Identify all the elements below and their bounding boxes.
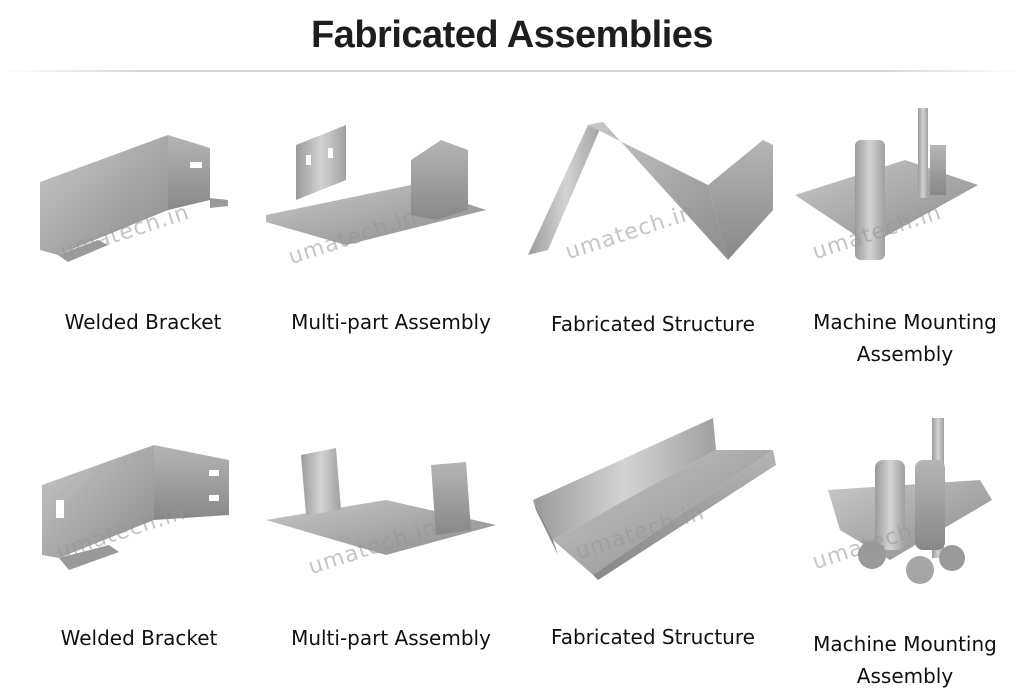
fabricated-structure-image	[528, 122, 773, 260]
fabricated-structure-image	[533, 418, 776, 580]
product-label: Welded Bracket	[60, 626, 218, 650]
product-machine-mounting-assembly-2[interactable]: umatech.in Machine Mounting Assembly	[780, 410, 1024, 690]
product-machine-mounting-assembly-1[interactable]: umatech.in Machine Mounting Assembly	[780, 100, 1024, 380]
product-multi-part-assembly-1[interactable]: umatech.in Multi-part Assembly	[266, 100, 516, 360]
machine-mounting-assembly-image	[795, 108, 978, 260]
machine-mounting-assembly-image	[828, 418, 992, 584]
multi-part-assembly-image	[266, 448, 496, 555]
welded-bracket-image	[42, 445, 229, 570]
product-multi-part-assembly-2[interactable]: umatech.in Multi-part Assembly	[266, 410, 516, 670]
product-label: Multi-part Assembly	[291, 310, 491, 334]
product-label: Fabricated Structure	[551, 312, 755, 336]
product-welded-bracket-2[interactable]: umatech.in Welded Bracket	[14, 410, 264, 670]
product-label: Machine Mounting Assembly	[813, 310, 997, 366]
product-fabricated-structure-1[interactable]: umatech.in Fabricated Structure	[528, 100, 778, 360]
title-divider	[0, 70, 1024, 72]
product-label: Machine Mounting Assembly	[813, 632, 997, 688]
welded-bracket-image	[40, 135, 228, 262]
product-fabricated-structure-2[interactable]: umatech.in Fabricated Structure	[528, 410, 778, 670]
product-label: Fabricated Structure	[551, 625, 755, 649]
page-title: Fabricated Assemblies	[310, 14, 714, 56]
product-welded-bracket-1[interactable]: umatech.in Welded Bracket	[18, 100, 268, 360]
product-label: Multi-part Assembly	[291, 626, 491, 650]
multi-part-assembly-image	[266, 125, 486, 245]
product-label: Welded Bracket	[64, 310, 222, 334]
